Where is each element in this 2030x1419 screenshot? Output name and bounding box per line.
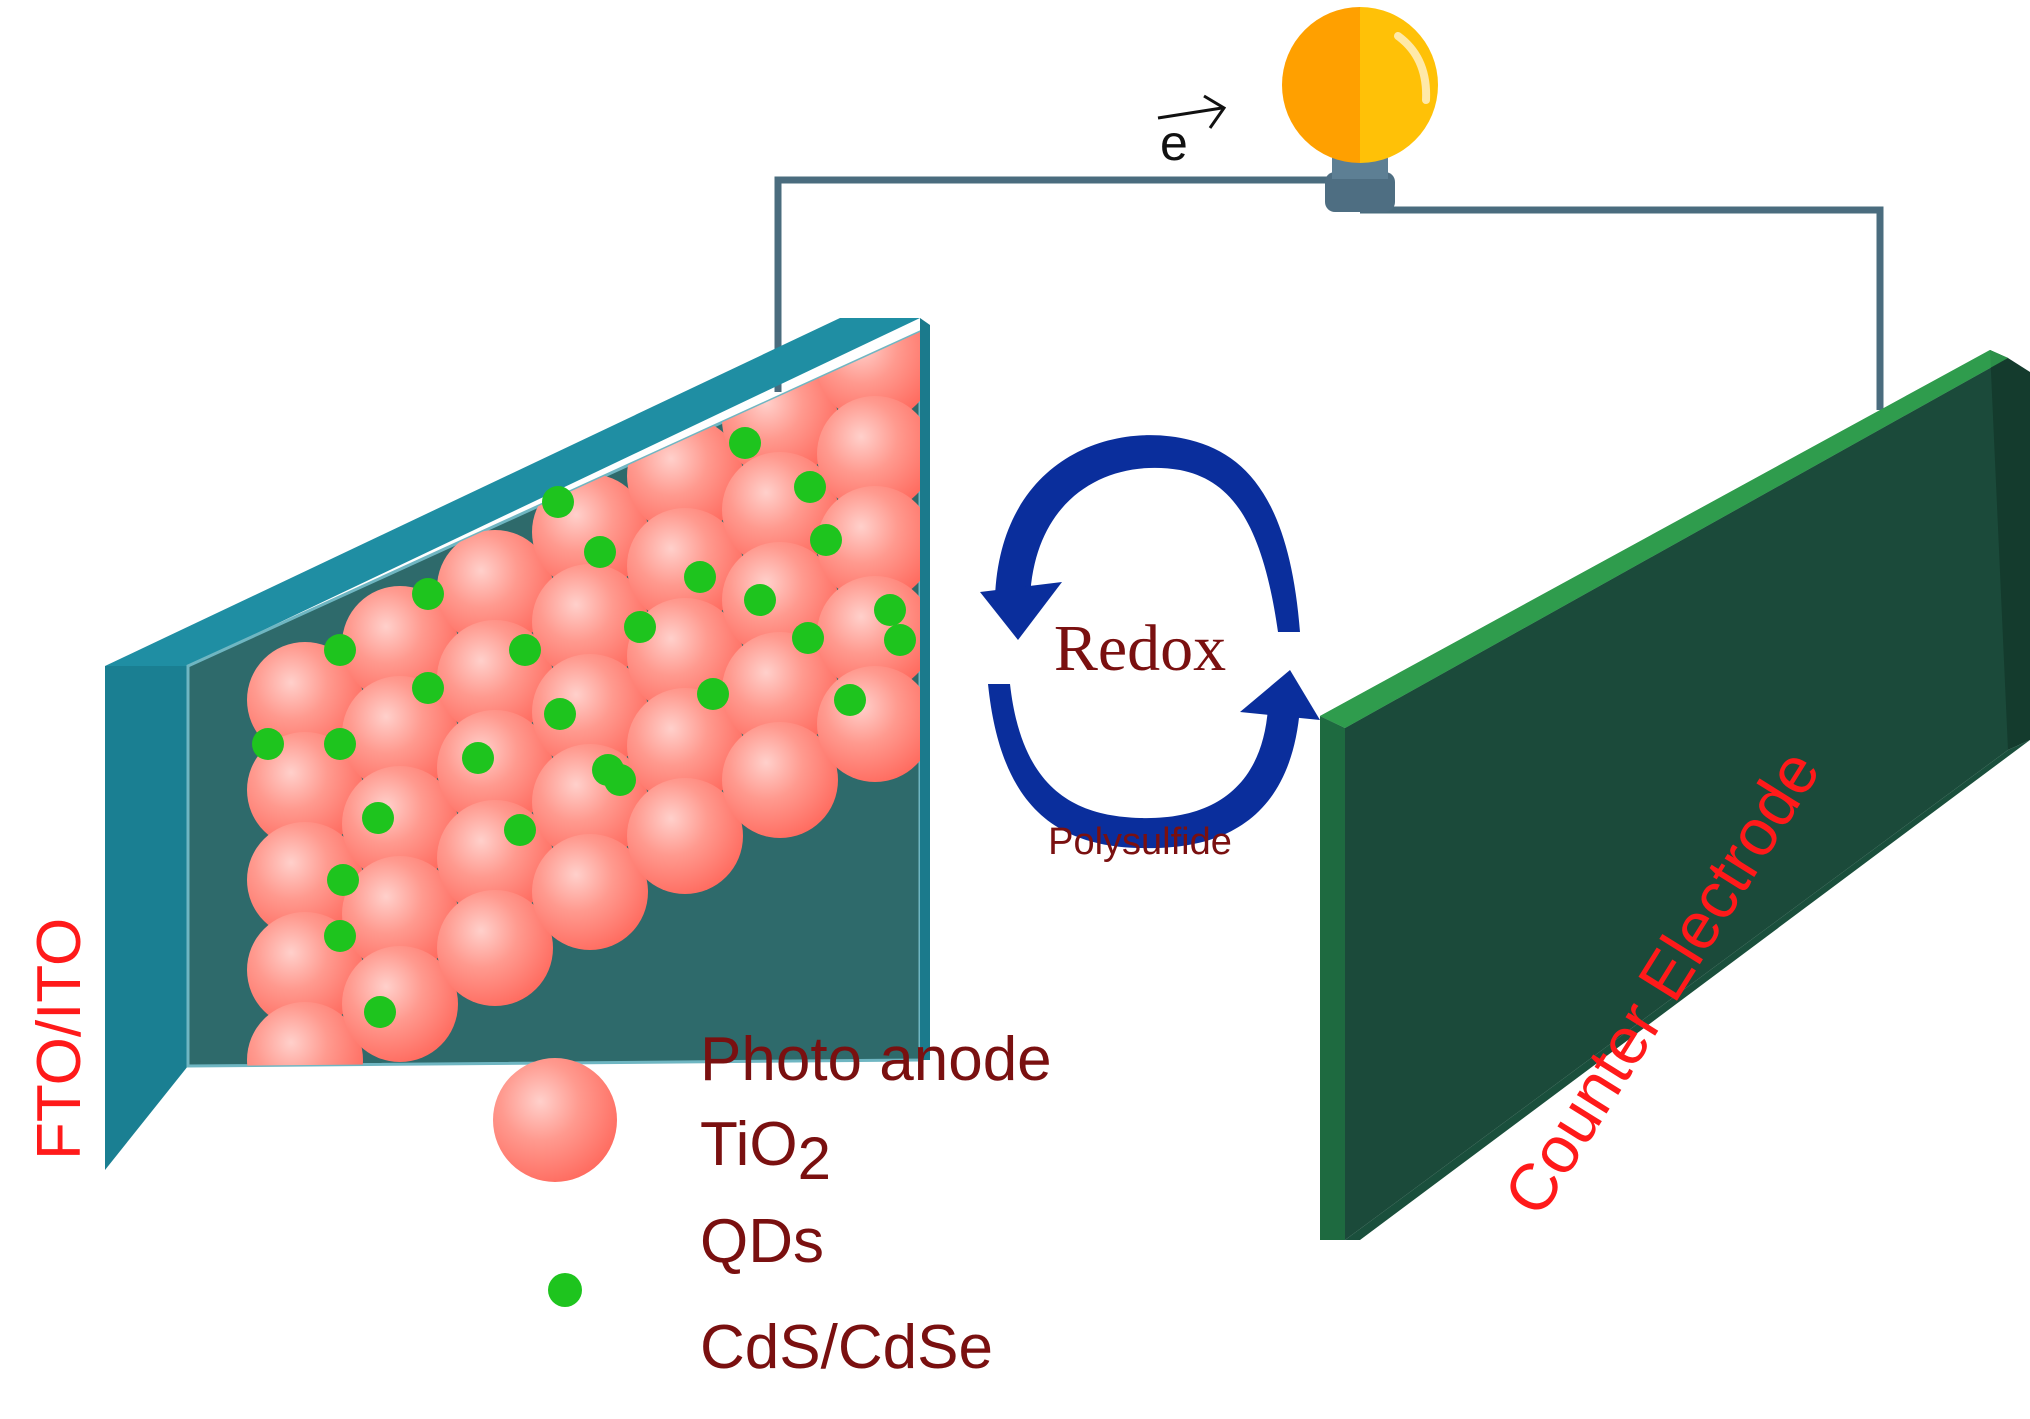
quantum-dot: [544, 698, 576, 730]
quantum-dot-layer: [252, 427, 916, 1028]
tio2-sphere: [627, 508, 743, 624]
tio2-sphere: [342, 946, 458, 1062]
quantum-dot: [604, 764, 636, 796]
quantum-dot: [252, 728, 284, 760]
electron-arrow-icon: [1157, 94, 1227, 129]
tio2-sphere: [817, 396, 920, 512]
quantum-dot: [697, 678, 729, 710]
external-circuit-wire: [774, 176, 1884, 410]
legend-qd-swatch: [548, 1273, 582, 1307]
tio2-sphere: [247, 1002, 363, 1066]
quantum-dot: [462, 742, 494, 774]
counter-electrode: [1320, 350, 2030, 1240]
legend-qd-line2: CdS/CdSe: [700, 1313, 993, 1382]
tio2-sphere: [532, 834, 648, 950]
tio2-sphere: [342, 856, 458, 972]
quantum-dot: [884, 624, 916, 656]
quantum-dot: [412, 578, 444, 610]
quantum-dot: [412, 672, 444, 704]
tio2-sphere: [817, 666, 920, 782]
photoanode-electrode: [105, 318, 930, 1170]
legend-tio2-line2: TiO2: [700, 1110, 831, 1192]
legend-tio2-swatch: [493, 1058, 617, 1182]
tio2-sphere: [247, 822, 363, 938]
tio2-sphere: [627, 688, 743, 804]
quantum-dot: [324, 728, 356, 760]
quantum-dot: [810, 524, 842, 556]
tio2-sphere: [722, 632, 838, 748]
tio2-nanoparticle-layer: [247, 332, 920, 1066]
tio2-sphere: [437, 530, 553, 646]
quantum-dot: [584, 536, 616, 568]
legend: Photo anode TiO2 QDs CdS/CdSe: [493, 1025, 1052, 1382]
tio2-sphere: [532, 564, 648, 680]
light-bulb-icon: [1282, 7, 1438, 212]
quantum-dot: [327, 864, 359, 896]
tio2-sphere: [437, 710, 553, 826]
electron-text: e: [1160, 115, 1188, 171]
tio2-sphere: [532, 654, 648, 770]
quantum-dot: [504, 814, 536, 846]
quantum-dot: [794, 471, 826, 503]
tio2-sphere: [817, 486, 920, 602]
redox-cycle-arrows-icon: [980, 435, 1320, 849]
fto-side-face: [105, 666, 188, 1170]
tio2-sphere: [247, 732, 363, 848]
tio2-sphere: [722, 722, 838, 838]
legend-tio2-line1: Photo anode: [700, 1025, 1052, 1094]
quantum-dot: [684, 561, 716, 593]
quantum-dot: [744, 584, 776, 616]
tio2-sphere: [247, 642, 363, 758]
quantum-dot: [362, 802, 394, 834]
quantum-dot: [834, 684, 866, 716]
quantum-dot: [792, 622, 824, 654]
redox-label: Redox: [1054, 612, 1226, 685]
quantum-dot: [364, 996, 396, 1028]
quantum-dot: [729, 427, 761, 459]
tio2-sphere: [437, 890, 553, 1006]
tio2-sphere: [627, 778, 743, 894]
quantum-dot: [324, 634, 356, 666]
quantum-dot: [324, 920, 356, 952]
quantum-dot: [874, 594, 906, 626]
quantum-dot: [509, 634, 541, 666]
polysulfide-label: Polysulfide: [1048, 821, 1232, 863]
tio2-sphere: [342, 676, 458, 792]
quantum-dot: [542, 486, 574, 518]
electron-label: e: [1157, 94, 1227, 171]
fto-top-edge: [105, 318, 920, 666]
legend-qd-line1: QDs: [700, 1207, 824, 1276]
fto-ito-label: FTO/ITO: [25, 918, 94, 1160]
counter-front-face: [1345, 358, 2008, 1240]
quantum-dot: [624, 611, 656, 643]
tio2-sphere: [342, 766, 458, 882]
